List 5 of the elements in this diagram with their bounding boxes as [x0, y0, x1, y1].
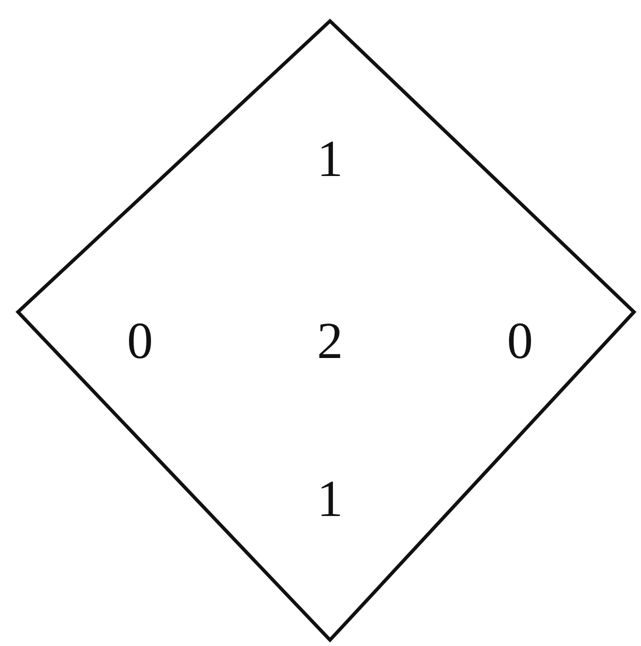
number-label: 0: [507, 314, 533, 370]
number-label: 1: [317, 472, 343, 528]
number-label: 2: [317, 314, 343, 370]
number-label: 1: [317, 132, 343, 188]
number-label: 0: [127, 314, 153, 370]
